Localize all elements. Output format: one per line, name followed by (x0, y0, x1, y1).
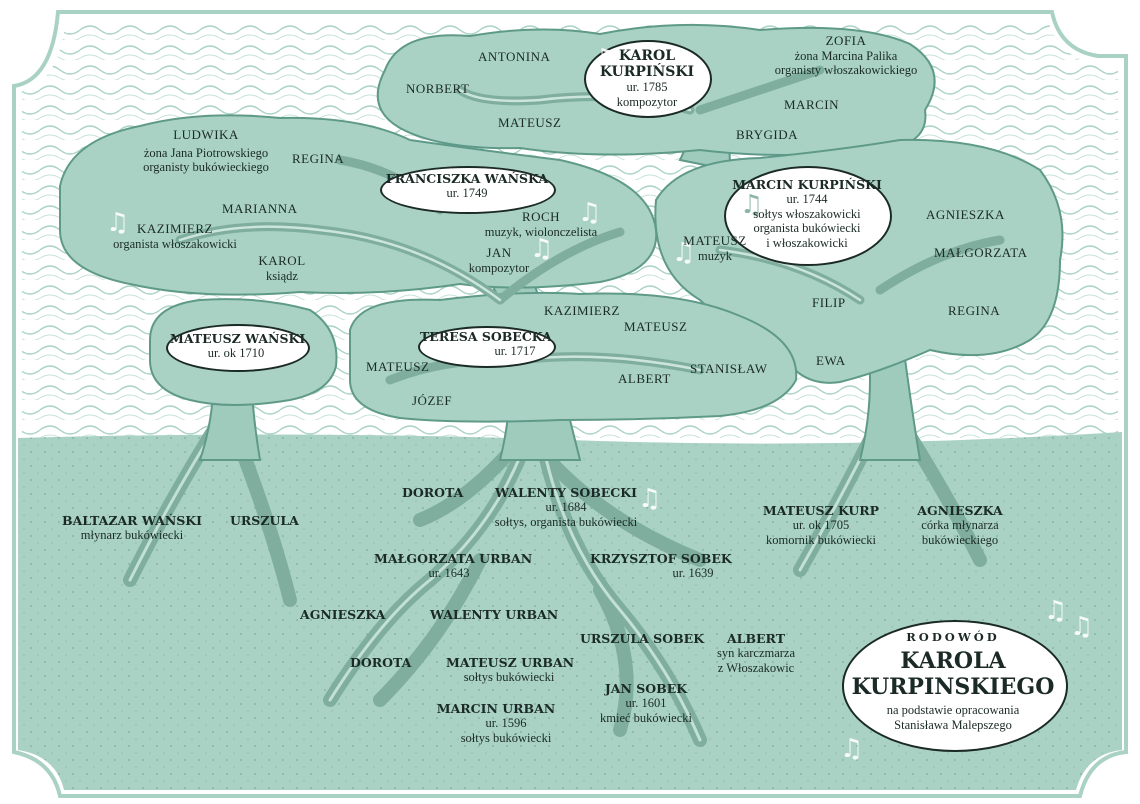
person-marcin-top: MARCIN (784, 97, 840, 112)
person-mateusz-urban: MATEUSZ URBAN sołtys bukówiecki (446, 655, 575, 685)
person-mateusz-muzyk: MATEUSZ muzyk (683, 233, 747, 263)
person-mateusz-kurp: MATEUSZ KURP ur. ok 1705 komornik bukówi… (762, 503, 880, 547)
music-note-icon: ♫ (592, 44, 616, 74)
person-mateusz-mid-left: MATEUSZ (366, 359, 430, 374)
person-filip: FILIP (812, 295, 846, 310)
title-source1: na podstawie opracowania (886, 703, 1020, 717)
marcin-k-bubble (724, 166, 892, 266)
person-franciszka: FRANCISZKA WAŃSKA ur. 1749 (385, 171, 549, 201)
title-line3: KURPINSKIEGO (851, 674, 1055, 700)
person-kazimierz-left: KAZIMIERZ organista włoszakowicki (113, 221, 237, 251)
music-note-icon: ♫ (840, 734, 864, 764)
franciszka-bubble (380, 166, 556, 214)
person-ludwika: LUDWIKA żona Jana Piotrowskiego organist… (143, 127, 269, 175)
music-note-icon: ♫ (530, 234, 554, 264)
person-malgorzata-urban: MAŁGORZATA URBAN ur. 1643 (374, 551, 533, 581)
person-agnieszka-low: AGNIESZKA (300, 607, 386, 622)
music-note-icon: ♫ (106, 208, 130, 238)
music-note-icon: ♫ (578, 198, 602, 228)
person-mateusz-wanski: MATEUSZ WAŃSKI ur. ok 1710 (170, 331, 306, 361)
person-agnieszka-corka: AGNIESZKA córka młynarza bukówieckiego (917, 503, 1003, 547)
person-urszula-sobek: URSZULA SOBEK (580, 631, 705, 646)
music-note-icon: ♫ (672, 238, 696, 268)
person-kazimierz-mid: KAZIMIERZ (544, 303, 620, 318)
person-ewa: EWA (816, 353, 846, 368)
person-agnieszka-right: AGNIESZKA (926, 207, 1005, 222)
music-note-icon: ♫ (638, 484, 662, 514)
person-krzysztof-sobek: KRZYSZTOF SOBEK ur. 1639 (590, 551, 732, 581)
person-mateusz-top: MATEUSZ (498, 115, 562, 130)
person-karol-ksiadz: KAROL ksiądz (258, 253, 306, 283)
title-source2: Stanisława Malepszego (894, 718, 1012, 732)
person-jozef: JÓZEF (412, 393, 453, 408)
person-karol: KAROL KURPIŃSKI ur. 1785 kompozytor (599, 48, 695, 109)
person-marianna: MARIANNA (222, 201, 298, 216)
person-jan-sobek: JAN SOBEK ur. 1601 kmieć bukówiecki (600, 681, 692, 725)
person-dorota-up: DOROTA (402, 485, 464, 500)
person-marcin-kurpinski: MARCIN KURPIŃSKI ur. 1744 sołtys włoszak… (732, 177, 882, 250)
person-jan-komp: JAN kompozytor (468, 245, 530, 275)
title-line2: KAROLA (900, 648, 1006, 674)
title-main: KAROLA KURPINSKIEGO (842, 648, 1064, 700)
music-note-icon: ♫ (1044, 596, 1068, 626)
karol-bubble (584, 40, 712, 118)
title-cartouche (842, 620, 1068, 752)
person-regina-left: REGINA (292, 151, 345, 166)
person-albert-mid: ALBERT (618, 371, 671, 386)
title-line1: RODOWÓD (906, 630, 1000, 644)
person-zofia: ZOFIA żona Marcina Palika organisty włos… (774, 33, 918, 78)
person-walenty-urban: WALENTY URBAN (430, 607, 559, 622)
person-antonina: ANTONINA (478, 49, 551, 64)
person-regina-right: REGINA (948, 303, 1001, 318)
person-norbert: NORBERT (406, 81, 470, 96)
person-dorota-low: DOROTA (350, 655, 412, 670)
person-albert-low: ALBERT syn karczmarza z Włoszakowic (716, 631, 796, 675)
music-note-icon: ♫ (740, 190, 764, 220)
person-walenty-sobecki: WALENTY SOBECKI ur. 1684 sołtys, organis… (494, 485, 638, 529)
person-teresa: TERESA SOBECKA ur. 1717 (420, 329, 552, 359)
person-mateusz-mid-right: MATEUSZ (624, 319, 688, 334)
person-malgorzata-right: MAŁGORZATA (934, 245, 1028, 260)
mateusz-wanski-bubble (166, 324, 310, 372)
person-brygida: BRYGIDA (736, 127, 799, 142)
person-urszula: URSZULA (230, 513, 299, 528)
person-baltazar: BALTAZAR WAŃSKI młynarz bukówiecki (62, 513, 203, 543)
teresa-bubble (418, 326, 556, 368)
person-stanislaw: STANISŁAW (690, 361, 768, 376)
person-roch: ROCH muzyk, wiolonczelista (484, 209, 598, 239)
person-marcin-urban: MARCIN URBAN ur. 1596 sołtys bukówiecki (436, 701, 556, 745)
title-source: na podstawie opracowania Stanisława Male… (842, 703, 1064, 733)
music-note-icon: ♫ (1070, 612, 1094, 642)
